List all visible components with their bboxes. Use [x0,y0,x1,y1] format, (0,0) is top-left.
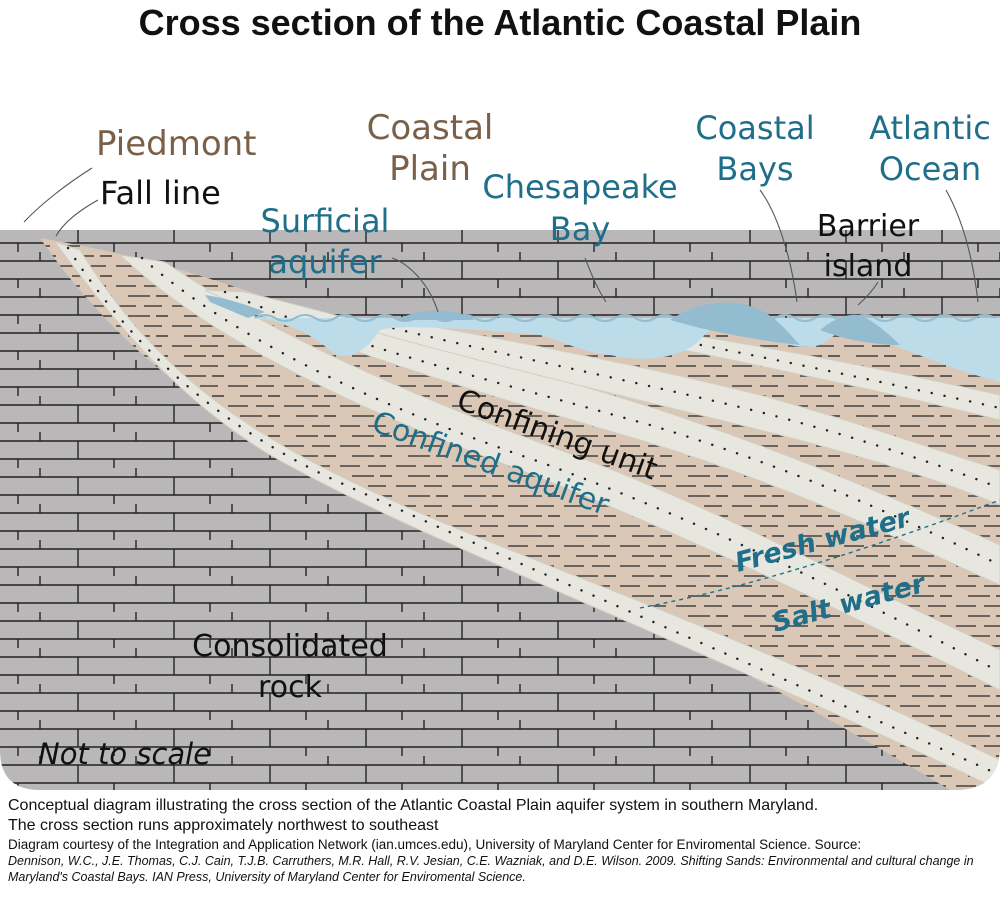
fresh-salt-interface [639,499,1000,609]
label-atlantic-2: Ocean [879,150,981,188]
label-surficial-1: Surficial [261,202,390,240]
caption-source-1: Dennison, W.C., J.E. Thomas, C.J. Cain, … [8,854,974,868]
barrier-island [820,314,900,345]
surficial-aquifer [349,317,1000,506]
label-barrier-1: Barrier [817,209,920,244]
caption-block: Conceptual diagram illustrating the cros… [8,796,998,885]
confined-aquifer-deep [53,241,1000,790]
caption-credit: Diagram courtesy of the Integration and … [8,837,862,852]
label-consolidated-1: Consolidated [192,629,388,664]
confined-aquifer-middle [118,254,1000,691]
label-piedmont: Piedmont [96,124,257,164]
water-surface-wave [254,314,996,322]
label-chesapeake-2: Bay [550,210,611,248]
label-atlantic-1: Atlantic [869,109,991,147]
ocean-water [250,318,1000,382]
label-fall-line: Fall line [100,174,221,212]
label-surficial-2: aquifer [268,243,382,281]
coastal-bay-shoal [670,302,800,345]
label-coastal-plain-1: Coastal [367,108,494,148]
caption-line-2: The cross section runs approximately nor… [8,817,439,834]
label-not-to-scale: Not to scale [38,737,211,771]
label-barrier-2: island [824,249,913,284]
caption-line-1: Conceptual diagram illustrating the cros… [8,797,819,814]
surficial-wetland [205,295,265,318]
leader-lines [23,167,979,313]
label-chesapeake-1: Chesapeake [482,168,677,206]
diagram-title: Cross section of the Atlantic Coastal Pl… [138,2,862,43]
label-consolidated-2: rock [258,670,323,705]
label-coastal-bays-2: Bays [716,150,793,188]
caption-source-2: Maryland's Coastal Bays. IAN Press, Univ… [8,870,526,884]
shallow-aquifer [658,334,1000,421]
aquifer-sand-dots [66,246,1000,777]
label-coastal-plain-2: Plain [389,149,471,189]
label-coastal-bays-1: Coastal [695,109,814,147]
